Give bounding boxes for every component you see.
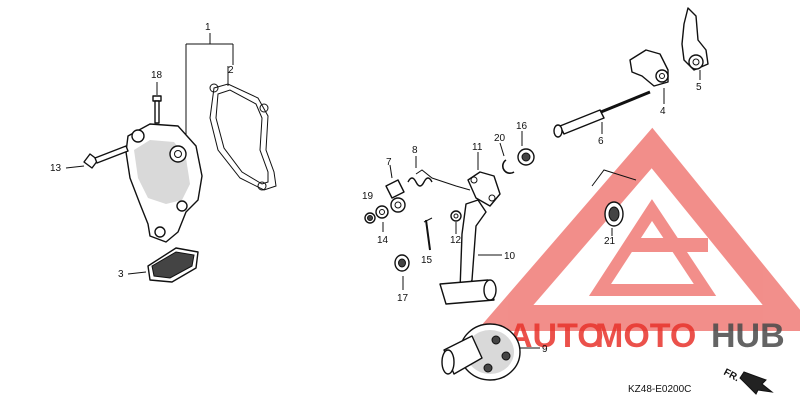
callout-20: 20 — [494, 133, 506, 144]
part-stopper-7 — [385, 164, 405, 199]
part-arm-11 — [467, 152, 501, 207]
part-fork-5 — [681, 7, 709, 80]
callout-4: 4 — [660, 106, 666, 117]
part-shaft-6 — [553, 90, 651, 138]
callout-19: 19 — [362, 191, 374, 202]
callout-10: 10 — [504, 251, 516, 262]
part-arm-10 — [439, 199, 502, 305]
callout-8: 8 — [412, 145, 418, 156]
watermark-wordmark: AUTO MOTO HUB — [508, 317, 785, 355]
callout-21: 21 — [604, 236, 616, 247]
direction-arrow — [739, 371, 774, 395]
part-washer-14 — [364, 212, 384, 232]
direction-label: FR. — [722, 367, 742, 384]
part-collar-12 — [450, 210, 462, 234]
callout-3: 3 — [118, 269, 124, 280]
diagram-code: KZ48-E0200C — [628, 384, 691, 395]
part-pin-15 — [423, 217, 433, 251]
watermark-triangle-logo — [476, 127, 800, 331]
part-bolt-13 — [65, 145, 129, 169]
part-spring-8 — [407, 156, 471, 191]
callout-18: 18 — [151, 70, 163, 81]
part-collar — [390, 197, 406, 213]
callout-9: 9 — [542, 344, 548, 355]
part-fork-4 — [629, 49, 669, 104]
part-gasket — [209, 66, 277, 191]
callout-15: 15 — [421, 255, 433, 266]
watermark-part-1: AUTO — [508, 317, 604, 355]
part-seal-17 — [394, 254, 410, 290]
callout-5: 5 — [696, 82, 702, 93]
watermark-part-2: MOTO — [595, 317, 696, 355]
callout-labels: 1 2 3 4 5 6 7 8 9 10 11 12 13 14 15 16 1… — [50, 22, 702, 355]
callout-14: 14 — [377, 235, 389, 246]
part-cover — [125, 123, 203, 243]
callout-7: 7 — [386, 157, 392, 168]
callout-11: 11 — [472, 142, 483, 153]
callout-16: 16 — [516, 121, 528, 132]
part-bearing-16 — [517, 131, 535, 166]
part-seal-21 — [591, 169, 637, 236]
callout-6: 6 — [598, 136, 604, 147]
callout-13: 13 — [50, 163, 62, 174]
part-drum-9 — [441, 323, 540, 381]
watermark-part-3: HUB — [711, 317, 785, 355]
callout-2: 2 — [228, 65, 234, 76]
callout-group-1 — [185, 33, 234, 140]
callout-1: 1 — [205, 22, 211, 33]
callout-12: 12 — [450, 235, 462, 246]
part-bolt-18 — [152, 82, 162, 124]
watermark — [476, 127, 800, 331]
part-washer-19 — [375, 205, 389, 219]
part-pad — [127, 247, 199, 283]
callout-17: 17 — [397, 293, 409, 304]
part-clip-20 — [499, 142, 515, 175]
